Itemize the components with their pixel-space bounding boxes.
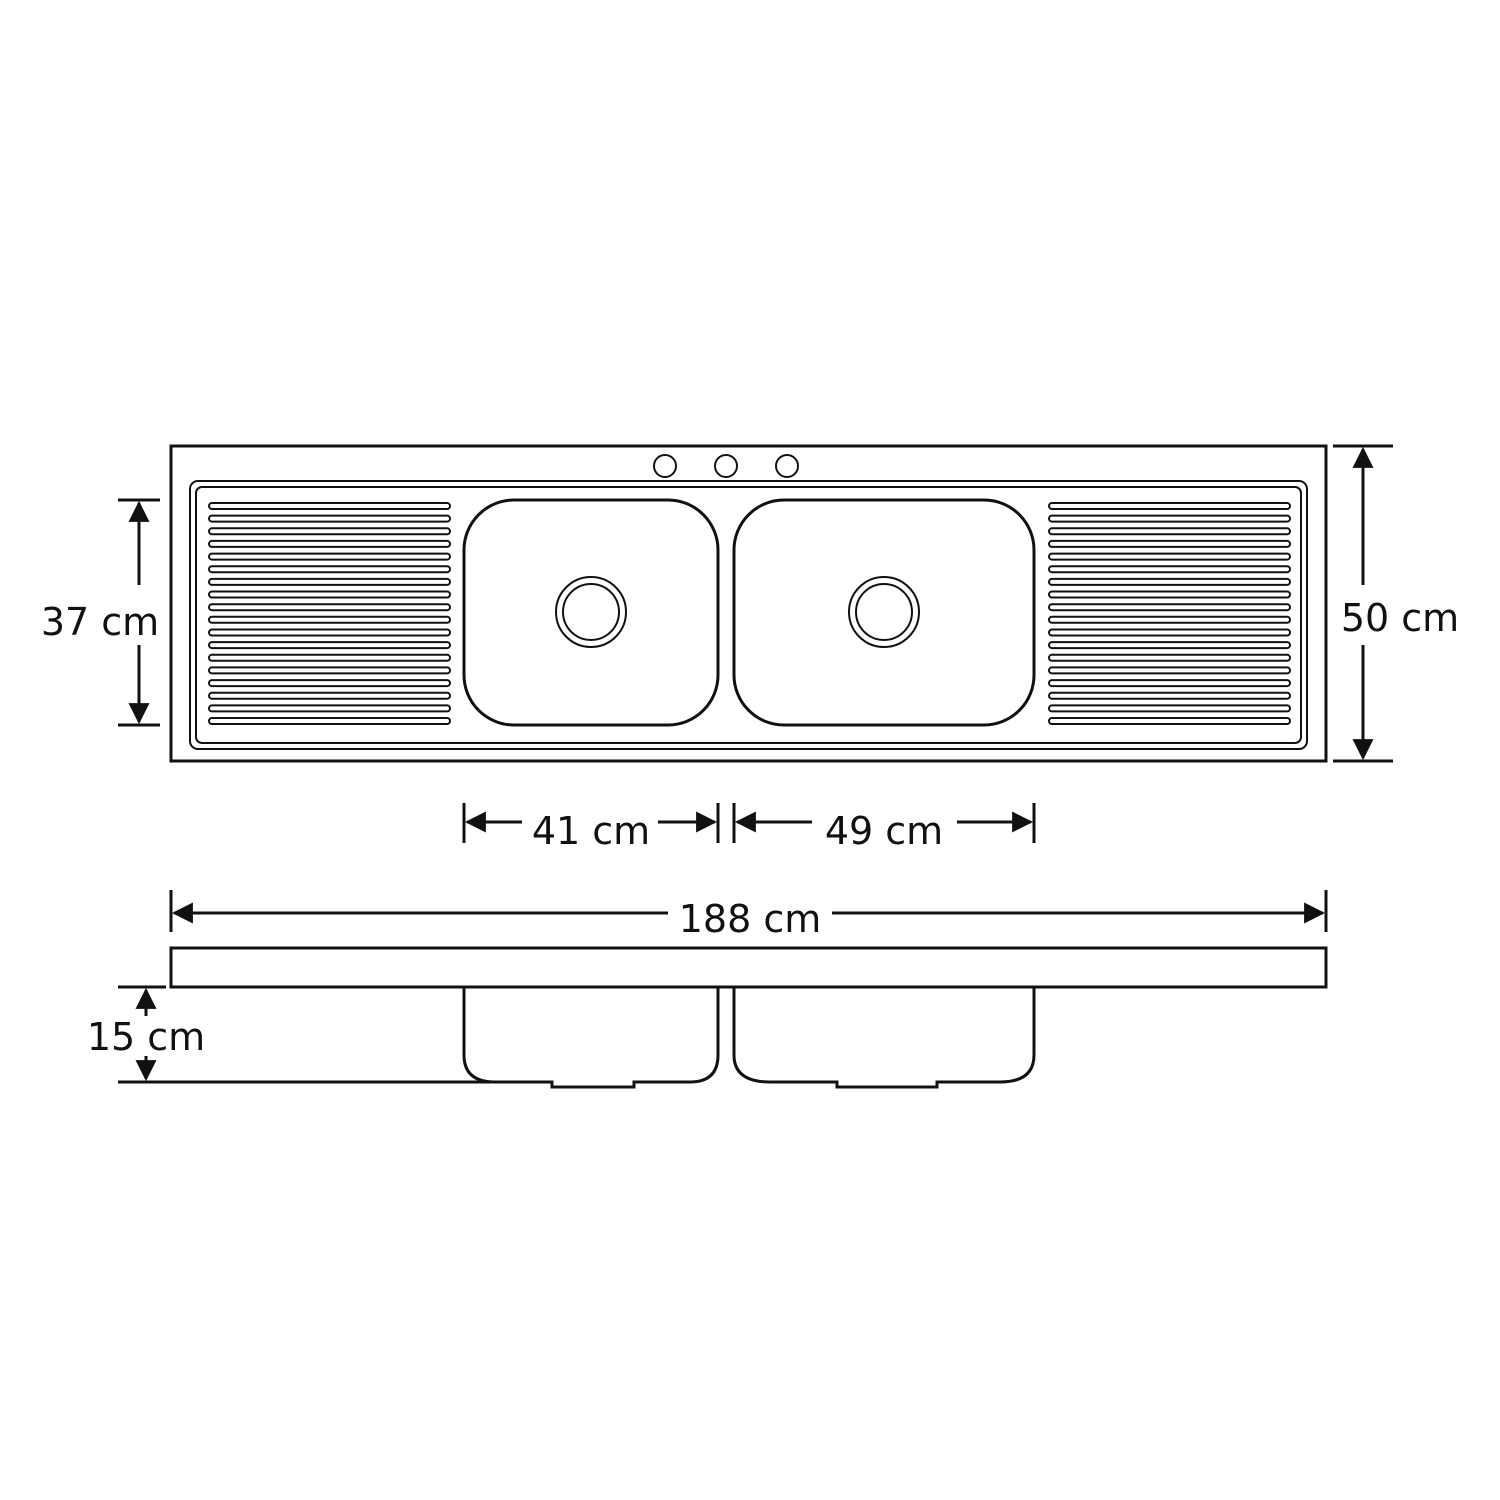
drainboard-groove (1048, 615, 1291, 624)
dimension-left-bowl-width: 41 cm (462, 803, 720, 853)
dimension-label-50: 50 cm (1341, 596, 1459, 640)
left-drainboard-grooves (208, 502, 451, 725)
drainboard-groove (208, 628, 451, 637)
sink-deck-rim (189, 480, 1308, 750)
right-bowl-side (732, 987, 1036, 1089)
side-view (169, 946, 1328, 1089)
drainboard-groove (208, 514, 451, 523)
dimension-label-49: 49 cm (825, 809, 943, 853)
left-bowl (462, 498, 720, 727)
top-view (169, 444, 1328, 763)
drainboard-groove (208, 641, 451, 650)
faucet-holes (653, 454, 799, 478)
right-bowl (732, 498, 1036, 727)
dimension-label-37: 37 cm (41, 600, 159, 644)
dimension-total-depth: 50 cm (1333, 444, 1459, 763)
right-drainboard-grooves (1048, 502, 1291, 725)
left-drain (555, 576, 627, 648)
drainboard-groove (1048, 653, 1291, 662)
drainboard-groove (208, 691, 451, 700)
left-drain-inner (562, 583, 620, 641)
faucet-hole (653, 454, 677, 478)
drainboard-groove (208, 527, 451, 536)
drainboard-groove (1048, 539, 1291, 548)
drainboard-groove (208, 615, 451, 624)
drainboard-groove (208, 679, 451, 688)
sink-outer-outline (169, 444, 1328, 763)
drainboard-groove (1048, 590, 1291, 599)
drainboard-groove (1048, 628, 1291, 637)
dimension-total-width: 188 cm (169, 890, 1328, 941)
drainboard-groove (1048, 603, 1291, 612)
dimension-drainboard-depth: 37 cm (41, 498, 160, 727)
left-bowl-side (462, 987, 720, 1089)
drainboard-groove (208, 603, 451, 612)
drainboard-groove (208, 502, 451, 510)
drainboard-groove (1048, 502, 1291, 510)
right-drain (848, 576, 920, 648)
sink-deck-inner-rim (195, 486, 1302, 744)
drainboard-groove (1048, 514, 1291, 523)
drainboard-groove (208, 590, 451, 599)
sink-deck-side (169, 946, 1328, 989)
faucet-hole (775, 454, 799, 478)
drainboard-groove (1048, 717, 1291, 725)
drainboard-groove (1048, 666, 1291, 675)
drainboard-groove (208, 717, 451, 725)
drainboard-groove (1048, 641, 1291, 650)
dimension-label-41: 41 cm (532, 809, 650, 853)
drainboard-groove (208, 653, 451, 662)
drainboard-groove (1048, 679, 1291, 688)
dimension-bowl-depth: 15 cm (87, 985, 524, 1084)
drainboard-groove (1048, 691, 1291, 700)
right-drain-inner (855, 583, 913, 641)
drainboard-groove (1048, 552, 1291, 561)
drainboard-groove (208, 577, 451, 586)
drainboard-groove (1048, 704, 1291, 713)
drainboard-groove (208, 704, 451, 713)
dimension-right-bowl-width: 49 cm (732, 803, 1036, 853)
drainboard-groove (208, 552, 451, 561)
drainboard-groove (1048, 577, 1291, 586)
drainboard-groove (208, 565, 451, 574)
dimension-label-15: 15 cm (87, 1015, 205, 1059)
faucet-hole (714, 454, 738, 478)
drainboard-groove (1048, 565, 1291, 574)
drainboard-groove (1048, 527, 1291, 536)
drainboard-groove (208, 666, 451, 675)
drainboard-groove (208, 539, 451, 548)
dimension-label-188: 188 cm (679, 897, 822, 941)
